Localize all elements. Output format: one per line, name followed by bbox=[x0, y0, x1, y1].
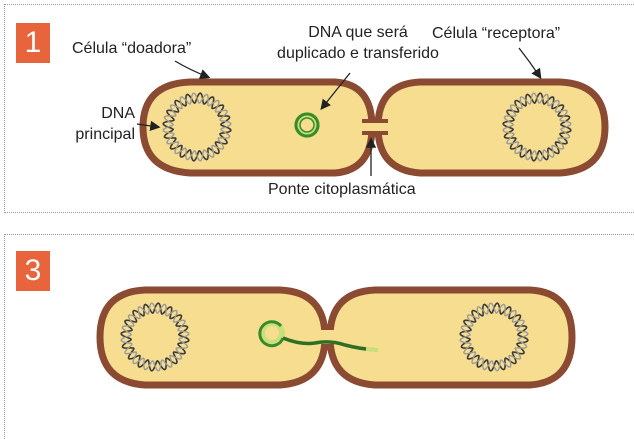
dna-to-transfer-label-line2: duplicado e transferido bbox=[250, 44, 466, 63]
recipient-cell bbox=[378, 82, 605, 173]
cytoplasmic-bridge bbox=[362, 122, 388, 132]
recipient-cell-step-3 bbox=[330, 290, 572, 385]
main-dna-label-line2: principal bbox=[40, 125, 135, 144]
donor-cell-step-3 bbox=[100, 290, 325, 385]
cytoplasmic-bridge-label: Ponte citoplasmática bbox=[268, 180, 416, 199]
donor-cell-label: Célula “doadora” bbox=[72, 39, 191, 58]
recipient-cell-pointer bbox=[519, 48, 540, 77]
dna-to-transfer-label-line1: DNA que será bbox=[258, 23, 458, 42]
donor-cell bbox=[143, 82, 372, 173]
donor-cell-pointer bbox=[175, 61, 208, 77]
main-dna-label-line1: DNA bbox=[40, 104, 135, 123]
